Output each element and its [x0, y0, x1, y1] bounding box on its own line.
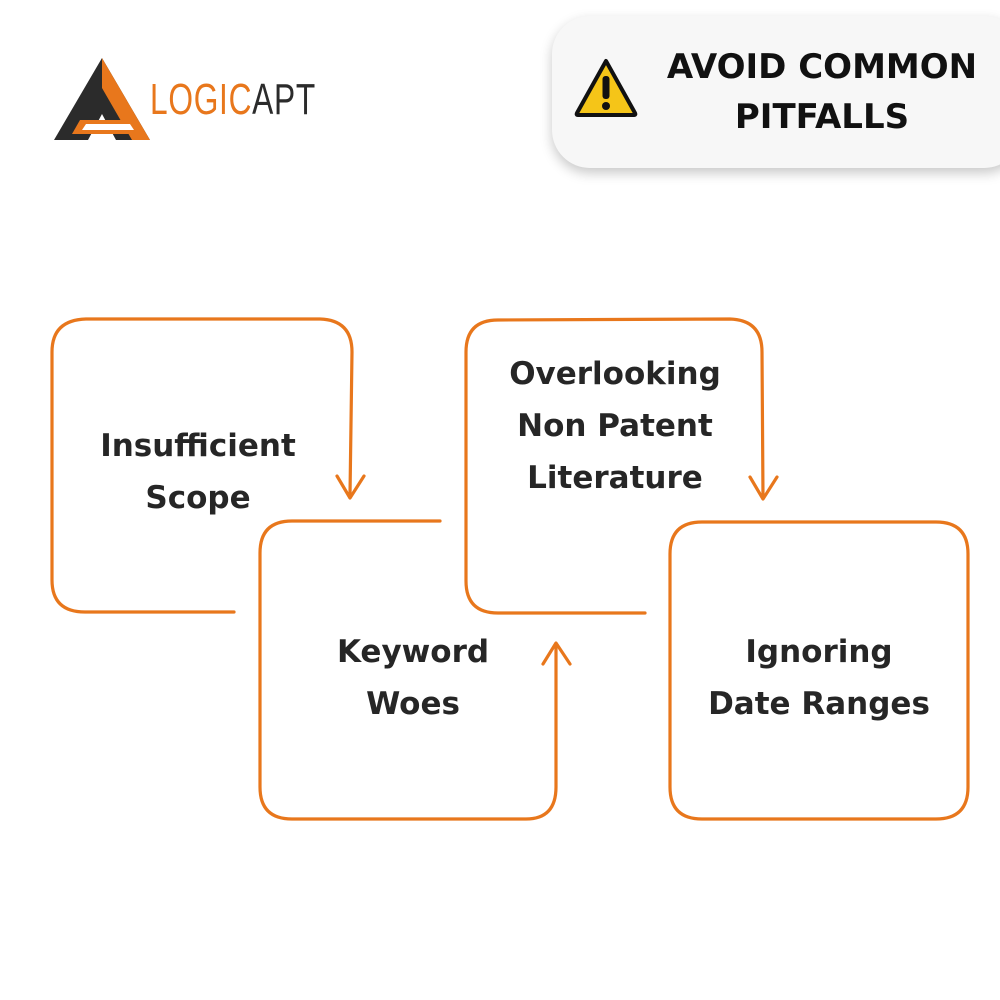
step-2-line1: Keyword: [336, 634, 490, 670]
step-2-line2: Woes: [366, 686, 460, 722]
logicapt-logo: LOGICAPT: [54, 58, 315, 148]
step-box-2: [258, 519, 558, 821]
logo-wordmark: LOGICAPT: [150, 78, 316, 122]
step-1-line1: Insufficient: [100, 428, 296, 464]
step-box-3: [464, 317, 765, 615]
logo-triangle-icon: [54, 58, 150, 140]
step-label-1: Insufficient Scope: [52, 420, 344, 524]
step-4-line2: Date Ranges: [708, 686, 930, 722]
step-box-1: [50, 317, 354, 614]
step-1-line2: Scope: [145, 480, 251, 516]
step-box-4: [668, 520, 970, 821]
banner-title: AVOID COMMON PITFALLS: [644, 42, 1000, 142]
step-3-line2: Non Patent: [517, 408, 713, 444]
arrow-head-3: [748, 475, 779, 501]
banner-title-line2: PITFALLS: [734, 97, 910, 137]
logo-wordmark-part2: APT: [252, 75, 316, 124]
warning-icon: [574, 59, 638, 117]
step-3-line3: Literature: [527, 460, 703, 496]
banner-title-line1: AVOID COMMON: [666, 47, 978, 87]
step-3-line1: Overlooking: [509, 356, 721, 392]
logo-wordmark-part1: LOGIC: [150, 75, 253, 124]
step-label-2: Keyword Woes: [264, 626, 562, 730]
arrow-head-1: [335, 474, 366, 500]
step-label-3: Overlooking Non Patent Literature: [466, 348, 764, 504]
step-4-line1: Ignoring: [745, 634, 893, 670]
step-label-4: Ignoring Date Ranges: [670, 626, 968, 730]
arrow-head-2: [541, 641, 572, 666]
title-banner: AVOID COMMON PITFALLS: [552, 16, 1000, 168]
